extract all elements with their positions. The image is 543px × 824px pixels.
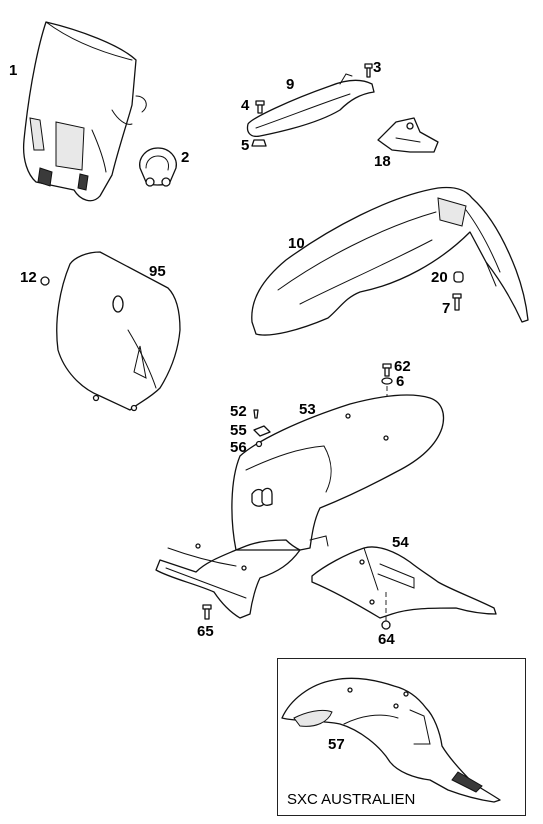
- part-4-screw: [255, 100, 265, 114]
- callout-52: 52: [230, 403, 247, 420]
- callout-18: 18: [374, 153, 391, 170]
- callout-7: 7: [442, 300, 451, 317]
- callout-55: 55: [230, 422, 247, 439]
- part-18-bracket-plate: [377, 117, 439, 153]
- callout-62: 62: [394, 358, 411, 375]
- callout-5: 5: [241, 137, 250, 154]
- callout-9: 9: [286, 76, 295, 93]
- part-65-screw: [202, 604, 212, 620]
- part-5-nut: [251, 139, 267, 147]
- part-54-mudguard-flap: [311, 546, 497, 619]
- part-3-screw: [364, 63, 373, 78]
- part-56-screw: [255, 440, 263, 448]
- callout-2: 2: [181, 149, 190, 166]
- callout-57: 57: [328, 736, 345, 753]
- part-55-clip: [253, 425, 271, 437]
- callout-65: 65: [197, 623, 214, 640]
- callout-10: 10: [288, 235, 305, 252]
- callout-64: 64: [378, 631, 395, 648]
- part-9-bracket: [246, 73, 375, 138]
- callout-12: 12: [20, 269, 37, 286]
- callout-53: 53: [299, 401, 316, 418]
- callout-1: 1: [9, 62, 18, 79]
- part-52-screw: [253, 409, 259, 419]
- part-62-screw: [382, 363, 392, 377]
- callout-95: 95: [149, 263, 166, 280]
- part-64-nut: [381, 620, 391, 630]
- variant-inset-frame: [277, 658, 526, 816]
- inset-caption: SXC AUSTRALIEN: [287, 791, 416, 808]
- callout-6: 6: [396, 373, 405, 390]
- part-95-number-plate: [56, 251, 181, 412]
- part-20-sleeve: [453, 271, 464, 283]
- callout-56: 56: [230, 439, 247, 456]
- part-2-headlight-clamp: [139, 147, 177, 187]
- callout-3: 3: [373, 59, 382, 76]
- part-53-tail-section: [155, 543, 301, 619]
- part-10-front-fender: [251, 186, 529, 336]
- part-12-screw: [40, 276, 50, 286]
- part-7-screw: [452, 293, 462, 311]
- part-57-sxc-rear-fender: [281, 677, 501, 803]
- callout-20: 20: [431, 269, 448, 286]
- callout-54: 54: [392, 534, 409, 551]
- callout-4: 4: [241, 97, 250, 114]
- part-1-headlight-mask: [22, 21, 147, 202]
- part-6-washer: [381, 377, 393, 385]
- part-53-rear-fender: [231, 394, 445, 551]
